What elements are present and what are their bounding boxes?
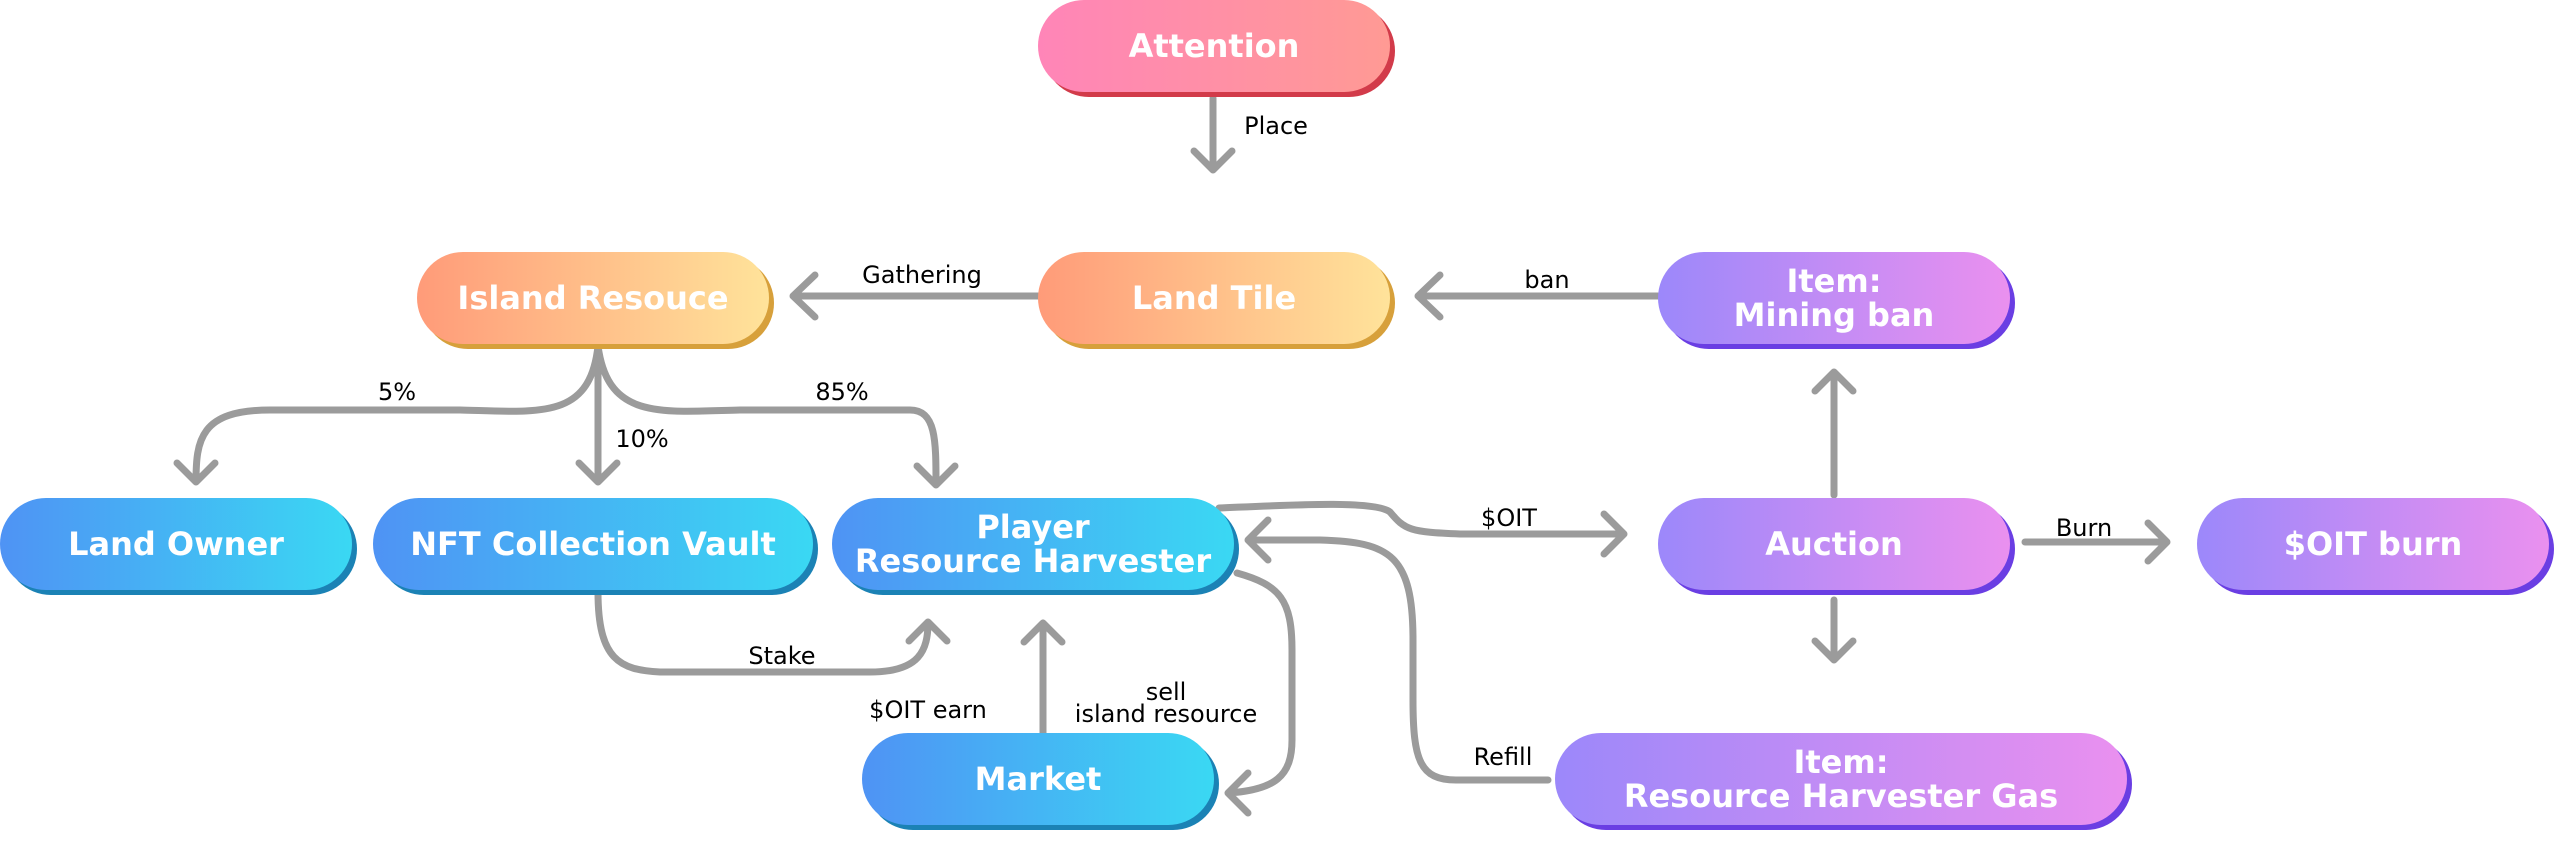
arrow-sell-island-resource [1224,569,1296,817]
node-body [1555,733,2127,825]
node-label: Land Tile [1132,279,1296,317]
edge-label-stake: Stake [748,642,815,670]
node-label: NFT Collection Vault [410,525,776,563]
node-body [862,733,1214,825]
node-label: Attention [1129,27,1300,65]
node-body [1658,252,2010,344]
arrow-gathering [789,271,1042,321]
arrow-oit-earn [1020,619,1066,737]
edge-label-ten-percent: 10% [615,425,668,453]
node-label: Resource Harvester [855,542,1212,580]
arrow-burn [2021,519,2171,565]
arrow-five-percent [173,342,602,486]
edge-label-burn: Burn [2056,514,2112,542]
edge-label-eighty-five-percent: 85% [815,378,868,406]
node-item-mining-ban: Item:Mining ban [1658,252,2015,349]
node-attention: Attention [1038,0,1395,97]
arrow-ten-percent [575,342,621,486]
node-label: Resource Harvester Gas [1624,777,2058,815]
node-island-resource: Island Resouce [417,252,774,349]
arrow-stake [594,588,951,676]
node-label: Land Owner [68,525,284,563]
node-market: Market [862,733,1219,830]
node-body [1038,0,1390,92]
node-label: Auction [1765,525,1903,563]
node-auction: Auction [1658,498,2015,595]
edge-label-sell: sell [1146,678,1187,706]
node-oit-burn: $OIT burn [2197,498,2554,595]
edge-label-oit: $OIT [1481,504,1537,532]
edges [173,94,2171,817]
node-body [373,498,813,590]
node-label: Player [976,508,1090,546]
node-nft-collection-vault: NFT Collection Vault [373,498,818,595]
edge-label-refill: Refill [1474,743,1533,771]
arrow-attention-to-land-tile [1190,94,1236,174]
node-item-resource-harvester-gas: Item:Resource Harvester Gas [1555,733,2132,830]
node-label: $OIT burn [2284,525,2463,563]
node-body [1038,252,1390,344]
node-land-owner: Land Owner [0,498,357,595]
node-label: Market [975,760,1102,798]
node-label: Item: [1786,262,1881,300]
edge-label-island-resource: island resource [1075,700,1257,728]
edge-label-five-percent: 5% [378,378,416,406]
edge-label-gathering: Gathering [862,261,982,289]
arrow-ban [1414,271,1662,321]
arrow-eighty-five-percent [594,342,959,489]
arrow-oit [1215,500,1628,558]
arrow-refill [1244,516,1552,784]
arrow-auction-to-gas [1811,596,1857,664]
node-label: Mining ban [1734,296,1935,334]
node-body [832,498,1234,590]
edge-labels: Place Gathering ban 5% 10% 85% $OIT Burn… [378,112,2112,771]
node-body [1658,498,2010,590]
nodes: Attention Land Tile Island Resouce Item:… [0,0,2554,830]
node-label: Item: [1793,743,1888,781]
node-body [417,252,769,344]
arrow-auction-to-mining-ban [1811,368,1857,499]
edge-label-oit-earn: $OIT earn [869,696,987,724]
node-label: Island Resouce [457,279,728,317]
node-body [2197,498,2549,590]
node-land-tile: Land Tile [1038,252,1395,349]
edge-label-place: Place [1244,112,1308,140]
edge-label-ban: ban [1524,266,1569,294]
node-body [0,498,352,590]
